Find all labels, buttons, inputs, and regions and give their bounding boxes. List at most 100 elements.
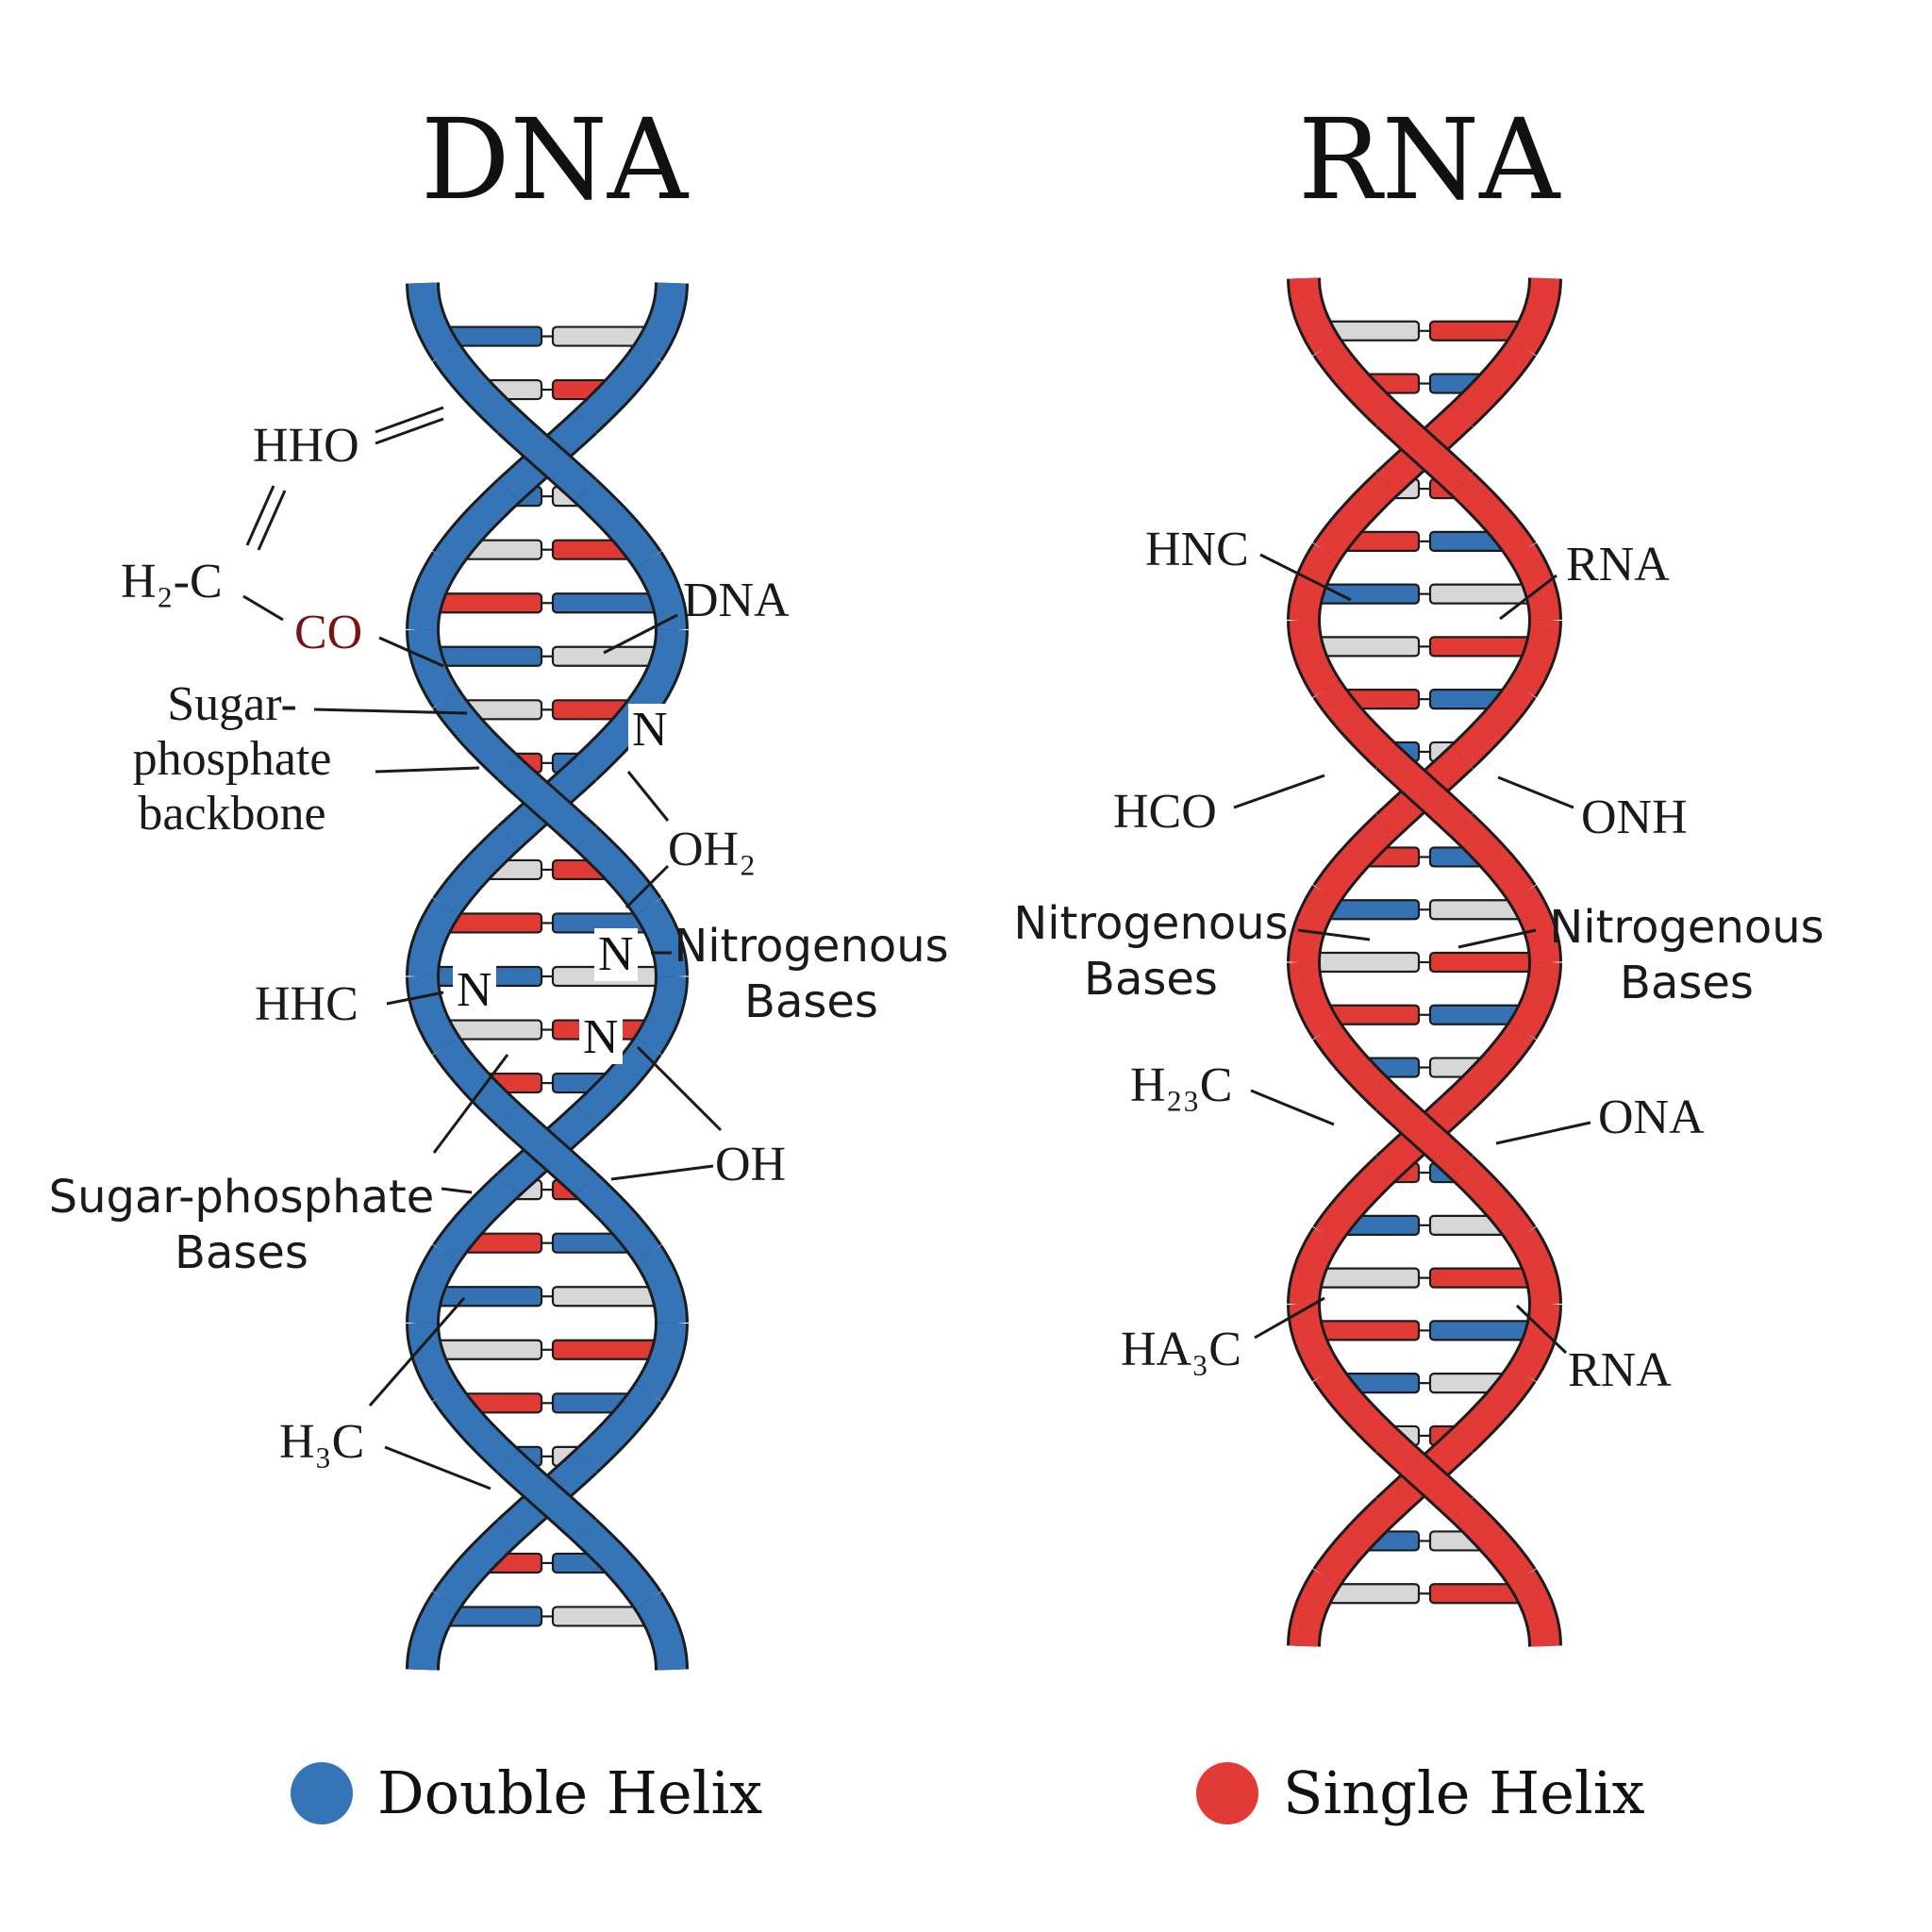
label-rna-bottom: RNA <box>1568 1343 1672 1397</box>
dna-strand-b <box>408 629 458 708</box>
rna-strand-a <box>1290 961 1340 1039</box>
leader-sugar-bases <box>432 1054 509 1154</box>
label-nitrogenous-bases-rna-left: Nitrogenous Bases <box>1013 897 1289 1006</box>
rna-strand-a <box>1290 886 1340 963</box>
legend-dna-label: Double Helix <box>377 1758 763 1827</box>
dna-base-pairs <box>426 325 668 1627</box>
rna-strand-a <box>1290 277 1340 355</box>
rna-base-right <box>1428 1320 1538 1341</box>
label-h3c: H₃C <box>279 1415 365 1469</box>
label-hhc: HHC <box>255 977 358 1031</box>
dna-strand-b <box>408 1323 458 1401</box>
leader-oh <box>610 1164 714 1181</box>
leader-ha3c <box>1254 1296 1325 1340</box>
label-sugar-phosphate-bases: Sugar-phosphate Bases <box>48 1171 435 1279</box>
rna-strand-b <box>1315 1364 1397 1452</box>
dna-title: DNA <box>421 94 689 225</box>
leader-co <box>378 636 444 668</box>
label-dna: DNA <box>683 574 790 627</box>
rna-strand-a <box>1377 1088 1472 1178</box>
leader-hho <box>375 417 444 445</box>
rna-strand-b <box>1377 746 1472 837</box>
leader-h3c <box>384 1445 491 1491</box>
label-sugar-phosphate-backbone: Sugar- phosphate backbone <box>132 677 332 841</box>
label-h2c: H₂-C <box>121 555 223 608</box>
dna-strand-b <box>636 975 686 1054</box>
dna-base-left <box>430 645 543 667</box>
leader-n4 <box>636 1045 723 1132</box>
dna-base-left <box>430 1339 543 1360</box>
rna-strand-b <box>1377 1430 1472 1521</box>
leader-nitro-rna-right <box>1457 928 1537 949</box>
dna-strand-a <box>408 1592 458 1671</box>
rna-base-right <box>1428 1267 1538 1289</box>
label-onh: ONH <box>1581 791 1688 844</box>
rna-strand-b <box>1315 680 1397 768</box>
dna-strand-b <box>636 1592 686 1671</box>
rna-strand-a <box>1315 815 1397 902</box>
label-ha3c: HA₃C <box>1121 1323 1241 1376</box>
label-co: CO <box>294 606 363 659</box>
rna-strand-a <box>1315 1023 1397 1109</box>
leader-oh2 <box>626 771 670 822</box>
leader-hhc <box>386 991 444 1006</box>
label-leader-lines <box>242 406 1591 1491</box>
rna-strand-b <box>1290 1228 1340 1305</box>
dna-strand-b <box>408 1245 458 1324</box>
legend-rna-swatch <box>1196 1761 1258 1824</box>
dna-strand-a <box>636 629 686 708</box>
legend-rna-label: Single Helix <box>1283 1758 1645 1827</box>
label-ona: ONA <box>1598 1091 1705 1144</box>
leader-rna-top <box>1499 574 1557 621</box>
dna-base-left <box>430 1286 543 1307</box>
label-h23c: H₂₃C <box>1130 1058 1233 1112</box>
dna-base-right <box>551 1339 664 1360</box>
dna-base-right <box>551 1286 664 1307</box>
rna-title: RNA <box>1298 94 1560 225</box>
rna-strand-a <box>1509 620 1559 696</box>
label-rna-top: RNA <box>1566 538 1670 591</box>
dna-strand-a <box>636 1245 686 1324</box>
label-nitrogenous-bases-dna: Nitrogenous Bases <box>674 920 949 1028</box>
rna-base-right <box>1428 583 1538 605</box>
rna-strand-a <box>1452 1157 1534 1244</box>
dna-strand-b <box>575 343 660 432</box>
leader-rna-bottom <box>1515 1304 1568 1355</box>
rna-strand-a <box>1452 473 1534 560</box>
rna-strand-a <box>1509 1304 1559 1380</box>
dna-strand-b <box>434 480 519 569</box>
rna-strand-b <box>1452 1499 1534 1586</box>
dna-base-right <box>551 592 664 614</box>
leader-sugar-1 <box>313 708 468 715</box>
dna-strand-b <box>434 1384 519 1473</box>
dna-strand-a <box>499 410 595 502</box>
leader-hho-2 <box>375 406 444 434</box>
dna-strand-a <box>408 975 458 1054</box>
dna-strand-b <box>434 1174 519 1262</box>
dna-strand-a <box>575 480 660 569</box>
rna-strand-b <box>1290 620 1340 696</box>
rna-strand-b <box>1452 815 1534 902</box>
label-n-4: N <box>579 1011 623 1064</box>
dna-strand-b <box>575 1037 660 1125</box>
rna-strand-a <box>1315 339 1397 425</box>
dna-strand-b <box>575 1521 660 1609</box>
leader-onh <box>1497 775 1574 809</box>
leader-hnc <box>1259 553 1352 602</box>
label-n-3: N <box>453 964 496 1017</box>
dna-strand-b <box>636 282 686 360</box>
label-hnc: HNC <box>1145 523 1249 576</box>
dna-strand-b <box>408 552 458 630</box>
legend-dna-swatch <box>291 1761 353 1824</box>
leader-h2c-co <box>242 594 284 622</box>
dna-strand-a <box>499 1104 595 1195</box>
dna-helix <box>406 282 689 1671</box>
rna-strand-b <box>1509 961 1559 1039</box>
dna-strand-a <box>408 899 458 977</box>
rna-strands <box>1287 277 1562 1647</box>
leader-hco <box>1233 774 1325 809</box>
rna-strand-b <box>1452 339 1534 425</box>
label-nitrogenous-bases-rna-right: Nitrogenous Bases <box>1549 901 1824 1009</box>
